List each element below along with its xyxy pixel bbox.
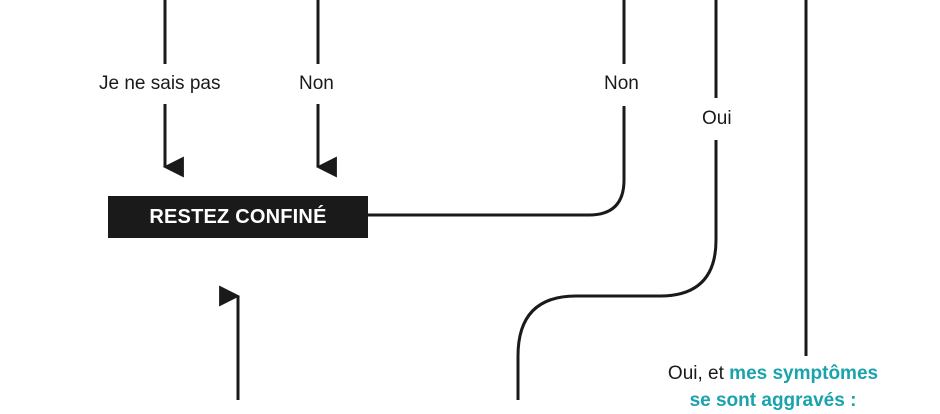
connector-no-right-to-box [368, 106, 626, 217]
stay-confined-text: RESTEZ CONFINÉ [149, 205, 327, 228]
label-dont-know: Je ne sais pas [95, 72, 225, 96]
note-highlight: mes symptômes [729, 363, 879, 384]
label-yes: Oui [698, 107, 736, 131]
note-line-1: Oui, et mes symptômes [638, 360, 908, 387]
flowchart-connectors [162, 0, 808, 400]
label-no-right: Non [600, 72, 643, 96]
label-no-left: Non [295, 72, 338, 96]
worsened-symptoms-note: Oui, et mes symptômes se sont aggravés : [638, 360, 908, 414]
note-prefix: Oui, et [667, 363, 730, 384]
connector-yes-curve [516, 140, 718, 400]
note-line-2: se sont aggravés : [689, 390, 857, 411]
stay-confined-box: RESTEZ CONFINÉ [108, 196, 368, 238]
